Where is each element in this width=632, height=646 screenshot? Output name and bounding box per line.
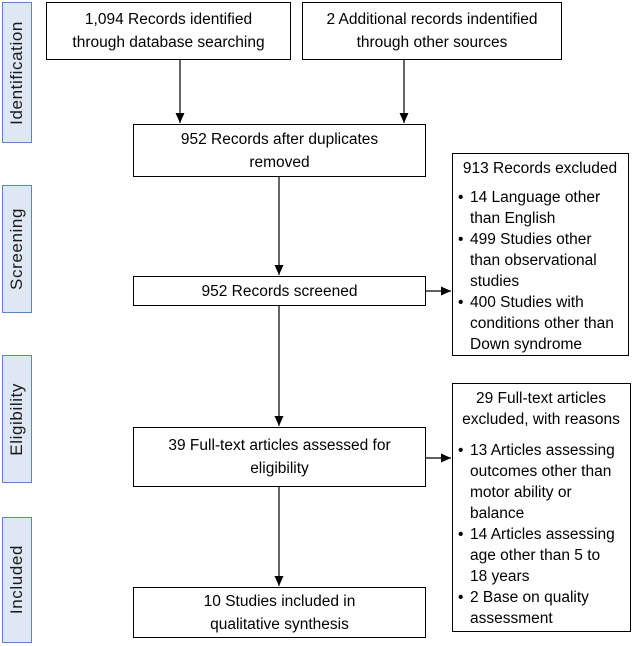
exclusion-reason: 499 Studies other than observational stu… bbox=[458, 229, 622, 292]
exclusion-reason: 2 Base on quality assessment bbox=[458, 587, 624, 629]
stage-included: Included bbox=[2, 517, 32, 643]
exclusion-reason-text: 400 Studies with conditions other than D… bbox=[470, 294, 614, 353]
full-text-excluded-list: 13 Articles assessing outcomes other tha… bbox=[458, 440, 624, 629]
full-text-excluded-box: 29 Full-text articles excluded, with rea… bbox=[452, 383, 631, 632]
exclusion-reason-text: 499 Studies other than observational stu… bbox=[470, 231, 597, 290]
stage-screening-label: Screening bbox=[7, 208, 26, 290]
records-excluded-header: 913 Records excluded bbox=[462, 160, 618, 177]
exclusion-reason: 14 Language other than English bbox=[458, 187, 622, 229]
stage-screening: Screening bbox=[2, 185, 32, 313]
stage-identification: Identification bbox=[2, 2, 32, 143]
full-text-assessed-box: 39 Full-text articles assessed for eligi… bbox=[133, 427, 426, 487]
stage-included-label: Included bbox=[7, 545, 26, 615]
records-excluded-box: 913 Records excluded 14 Language other t… bbox=[452, 153, 629, 356]
records-excluded-list: 14 Language other than English 499 Studi… bbox=[458, 187, 622, 355]
exclusion-reason-text: 13 Articles assessing outcomes other tha… bbox=[470, 442, 615, 522]
studies-included-text: 10 Studies included in qualitative synth… bbox=[203, 592, 356, 633]
stage-eligibility-label: Eligibility bbox=[7, 382, 26, 456]
stage-identification-label: Identification bbox=[7, 20, 26, 125]
exclusion-reason-text: 2 Base on quality assessment bbox=[470, 589, 589, 627]
after-duplicates-text: 952 Records after duplicates removed bbox=[180, 130, 379, 171]
other-sources-text: 2 Additional records indentified through… bbox=[326, 11, 538, 51]
exclusion-reason: 400 Studies with conditions other than D… bbox=[458, 292, 622, 355]
studies-included-box: 10 Studies included in qualitative synth… bbox=[133, 587, 426, 638]
after-duplicates-box: 952 Records after duplicates removed bbox=[133, 124, 426, 177]
database-records-text: 1,094 Records identified through databas… bbox=[72, 11, 265, 51]
exclusion-reason: 13 Articles assessing outcomes other tha… bbox=[458, 440, 624, 524]
records-screened-text: 952 Records screened bbox=[201, 282, 358, 300]
full-text-excluded-header: 29 Full-text articles excluded, with rea… bbox=[462, 390, 620, 428]
exclusion-reason: 14 Articles assessing age other than 5 t… bbox=[458, 524, 624, 587]
other-sources-box: 2 Additional records indentified through… bbox=[302, 2, 562, 60]
database-records-box: 1,094 Records identified through databas… bbox=[46, 2, 291, 60]
exclusion-reason-text: 14 Language other than English bbox=[470, 189, 601, 227]
full-text-assessed-text: 39 Full-text articles assessed for eligi… bbox=[168, 437, 391, 477]
stage-eligibility: Eligibility bbox=[2, 355, 32, 483]
exclusion-reason-text: 14 Articles assessing age other than 5 t… bbox=[470, 526, 615, 585]
records-screened-box: 952 Records screened bbox=[133, 276, 426, 306]
